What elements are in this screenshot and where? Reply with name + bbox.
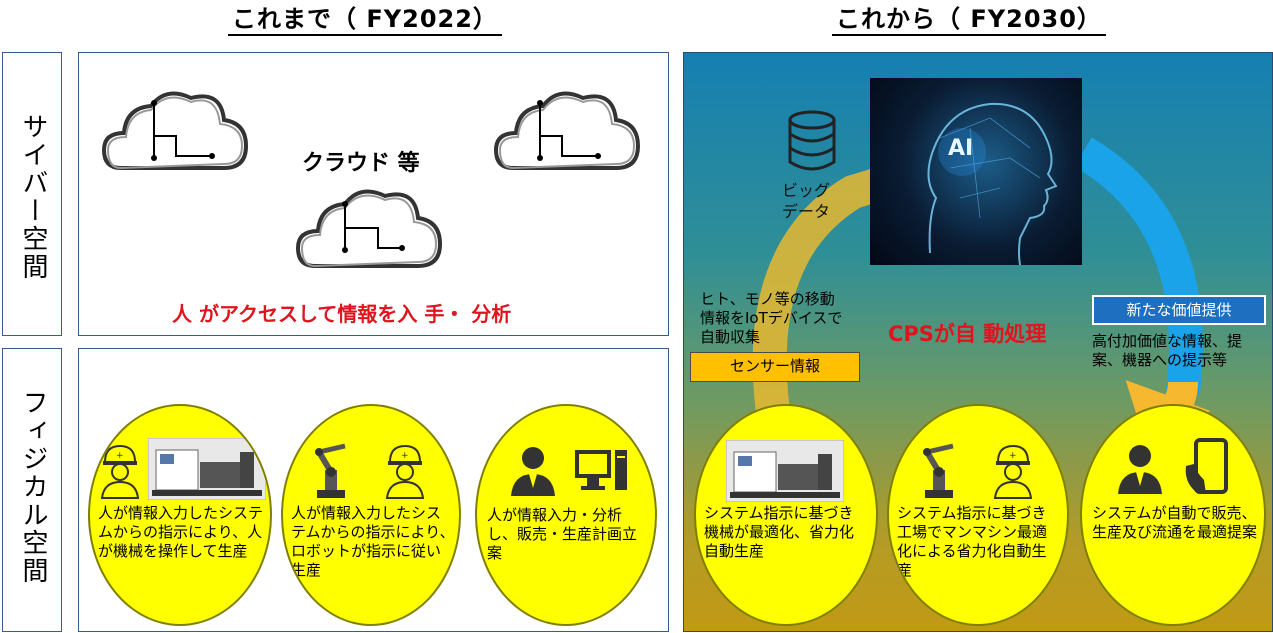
heading-future: これから（ FY2030） [832,4,1106,36]
access-text: 人 がアクセスして情報を入 手・ 分析 [172,302,512,326]
collect-text: ヒト、モノ等の移動情報をIoTデバイスで自動収集 [700,290,843,346]
person-icon [1118,445,1162,494]
provide-arrow [1074,137,1203,394]
worker-icon: + [993,444,1033,499]
heading-past: これまで（ FY2022） [228,4,502,36]
sensor-label: センサー情報 [690,352,860,382]
svg-text:+: + [1009,451,1017,461]
robot-arm-icon [315,443,346,498]
machine-icon [148,438,266,500]
cps-text: CPSが自 動処理 [888,322,1047,346]
ai-head-image: AI [870,78,1082,265]
cyber-side-box: サイバー空間 [2,52,62,336]
svg-text:+: + [401,451,409,461]
cloud-circuit-icon [295,189,443,268]
future-oval-2: + システム指示に基づき工場でマンマシン最適化による省力化自動生産 [887,404,1069,626]
worker-icon: + [100,444,140,499]
past-oval-2-text: 人が情報入力したシステムからの指示により、ロボットが指示に従い生産 [291,504,455,579]
svg-text:+: + [116,451,124,461]
future-oval-1-text: システム指示に基づき機械が最適化、省力化自動生産 [704,504,855,560]
person-icon [511,447,555,496]
worker-icon: + [385,444,425,499]
bigdata-label: ビッグデータ [782,181,831,221]
smartphone-icon [1185,438,1228,494]
future-oval-1: システム指示に基づき機械が最適化、省力化自動生産 [694,404,878,626]
value-label: 新たな価値提供 [1092,295,1266,325]
ai-label: AI [948,136,974,161]
machine-icon [726,440,844,502]
database-icon [788,110,836,171]
future-oval-3: システムが自動で販売、生産及び流通を最適提案 [1080,404,1266,626]
cloud-circuit-icon [101,91,249,170]
physical-side-box: フィジカル空間 [2,348,62,632]
value-text: 高付加価値な情報、提案、機器への提示等 [1092,332,1243,369]
past-oval-1: + 人が情報入力したシステムからの指示により、人が機械を操作して生産 [88,404,272,626]
past-oval-3: 人が情報入力・分析し、販売・生産計画立案 [475,404,657,626]
past-oval-3-text: 人が情報入力・分析し、販売・生産計画立案 [487,506,638,562]
cyber-space-label: サイバー空間 [18,113,48,281]
ai-head-icon [927,102,1058,265]
cloud-circuit-icon [493,91,641,170]
future-oval-2-text: システム指示に基づき工場でマンマシン最適化による省力化自動生産 [897,504,1048,579]
physical-space-label: フィジカル空間 [18,389,48,585]
robot-arm-icon [923,443,954,498]
future-oval-3-text: システムが自動で販売、生産及び流通を最適提案 [1092,504,1258,541]
computer-icon [575,450,627,490]
cloud-label: クラウド 等 [302,151,420,176]
past-oval-2: + 人が情報入力したシステムからの指示により、ロボットが指示に従い生産 [281,404,461,626]
past-oval-1-text: 人が情報入力したシステムからの指示により、人が機械を操作して生産 [98,504,264,560]
